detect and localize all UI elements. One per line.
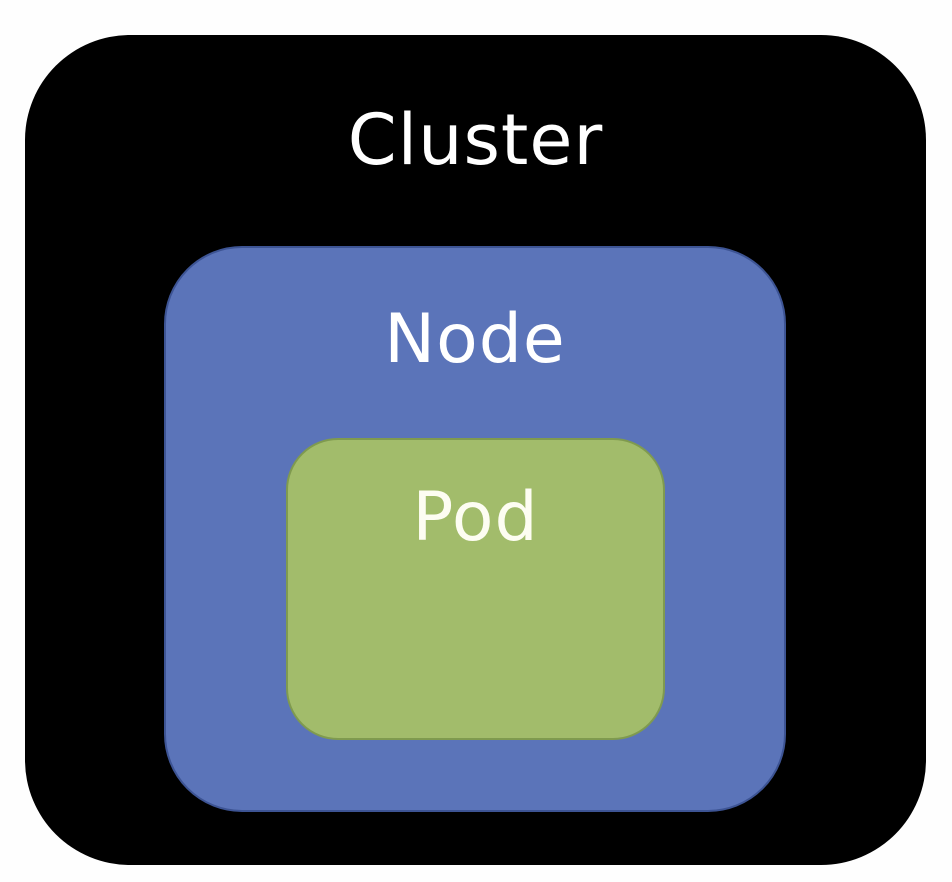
cluster-label: Cluster	[347, 99, 604, 181]
pod-label: Pod	[412, 478, 539, 557]
node-label: Node	[384, 300, 566, 379]
pod-container: Pod	[286, 438, 665, 740]
